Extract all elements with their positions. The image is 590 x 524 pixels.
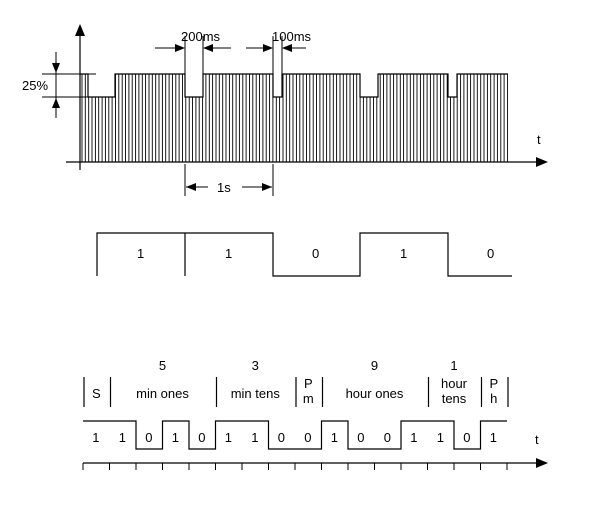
bcd-group-label: P [489, 376, 498, 391]
bcd-bit-labels: 1 1 0 1 0 1 1 0 0 1 0 0 1 1 0 1 [92, 430, 497, 445]
period-1s-label: 1s [217, 180, 231, 195]
bcd-bit-label: 1 [119, 430, 126, 445]
bcd-frame: S 5 min ones 3 min tens Pm 9 hour ones 1 hourtens… [82, 358, 548, 470]
bcd-bit-label: 0 [384, 430, 391, 445]
bcd-group-label: min tens [231, 386, 281, 401]
bcd-group-label: m [303, 391, 314, 406]
bcd-bit-label: 1 [225, 430, 232, 445]
carrier-envelope [80, 73, 508, 98]
bits-labels: 1 1 0 1 0 [137, 246, 494, 261]
bcd-group-value: 3 [252, 358, 259, 373]
bcd-bit-label: 1 [92, 430, 99, 445]
bits-square-wave [96, 232, 512, 277]
period-arrow-left-icon [186, 183, 196, 191]
bcd-bit-label: 1 [437, 430, 444, 445]
amplitude-label: 25% [22, 78, 48, 93]
bcd-bit-label: 1 [251, 430, 258, 445]
bcd-bit-label: 0 [278, 430, 285, 445]
gap100-arrow-right-icon [263, 44, 273, 52]
bit-label: 1 [225, 246, 232, 261]
bcd-group-value: 9 [371, 358, 378, 373]
bit-label: 0 [312, 246, 319, 261]
carrier-plot: t 25% 200ms 100ms 1s [22, 24, 548, 196]
bcd-bit-label: 1 [410, 430, 417, 445]
bcd-time-label: t [535, 432, 539, 447]
bcd-group-separators [83, 377, 509, 407]
bcd-bit-label: 1 [490, 430, 497, 445]
bcd-x-axis-arrow-icon [536, 458, 548, 468]
bcd-bit-label: 1 [172, 430, 179, 445]
gap200-arrow-left-icon [203, 44, 213, 52]
bcd-group-label: min ones [136, 386, 189, 401]
bcd-bit-label: 0 [145, 430, 152, 445]
gap-100ms-label: 100ms [272, 29, 312, 44]
amplitude-arrow-up-icon [52, 98, 60, 108]
gap100-arrow-left-icon [282, 44, 292, 52]
carrier-y-axis-arrow-icon [75, 24, 85, 36]
bit-label: 0 [487, 246, 494, 261]
bcd-bit-label: 0 [198, 430, 205, 445]
gap200-arrow-right-icon [175, 44, 185, 52]
carrier-oscillation [81, 74, 508, 162]
carrier-x-axis-arrow-icon [536, 157, 548, 167]
bcd-group-value: 5 [159, 358, 166, 373]
bcd-group-label: hour ones [346, 386, 404, 401]
bit-label: 1 [400, 246, 407, 261]
bcd-group-value: 1 [450, 358, 457, 373]
amplitude-arrow-down-icon [52, 63, 60, 73]
bcd-bit-label: 0 [357, 430, 364, 445]
bcd-group-label: hour [441, 376, 468, 391]
bcd-group-label: tens [442, 391, 467, 406]
period-arrow-right-icon [262, 183, 272, 191]
bits-waveform: 1 1 0 1 0 [96, 232, 512, 277]
bcd-square-wave [83, 420, 507, 450]
bcd-group-label: S [92, 386, 101, 401]
bcd-bit-label: 0 [463, 430, 470, 445]
bcd-groups: S 5 min ones 3 min tens Pm 9 hour ones 1 hourtens… [92, 358, 498, 406]
bcd-group-label: P [304, 376, 313, 391]
carrier-time-label: t [537, 132, 541, 147]
bcd-axis-ticks [82, 463, 508, 470]
bcd-group-label: h [490, 391, 497, 406]
gap-200ms-label: 200ms [181, 29, 221, 44]
bcd-bit-label: 1 [331, 430, 338, 445]
bit-label: 1 [137, 246, 144, 261]
bcd-bit-label: 0 [304, 430, 311, 445]
